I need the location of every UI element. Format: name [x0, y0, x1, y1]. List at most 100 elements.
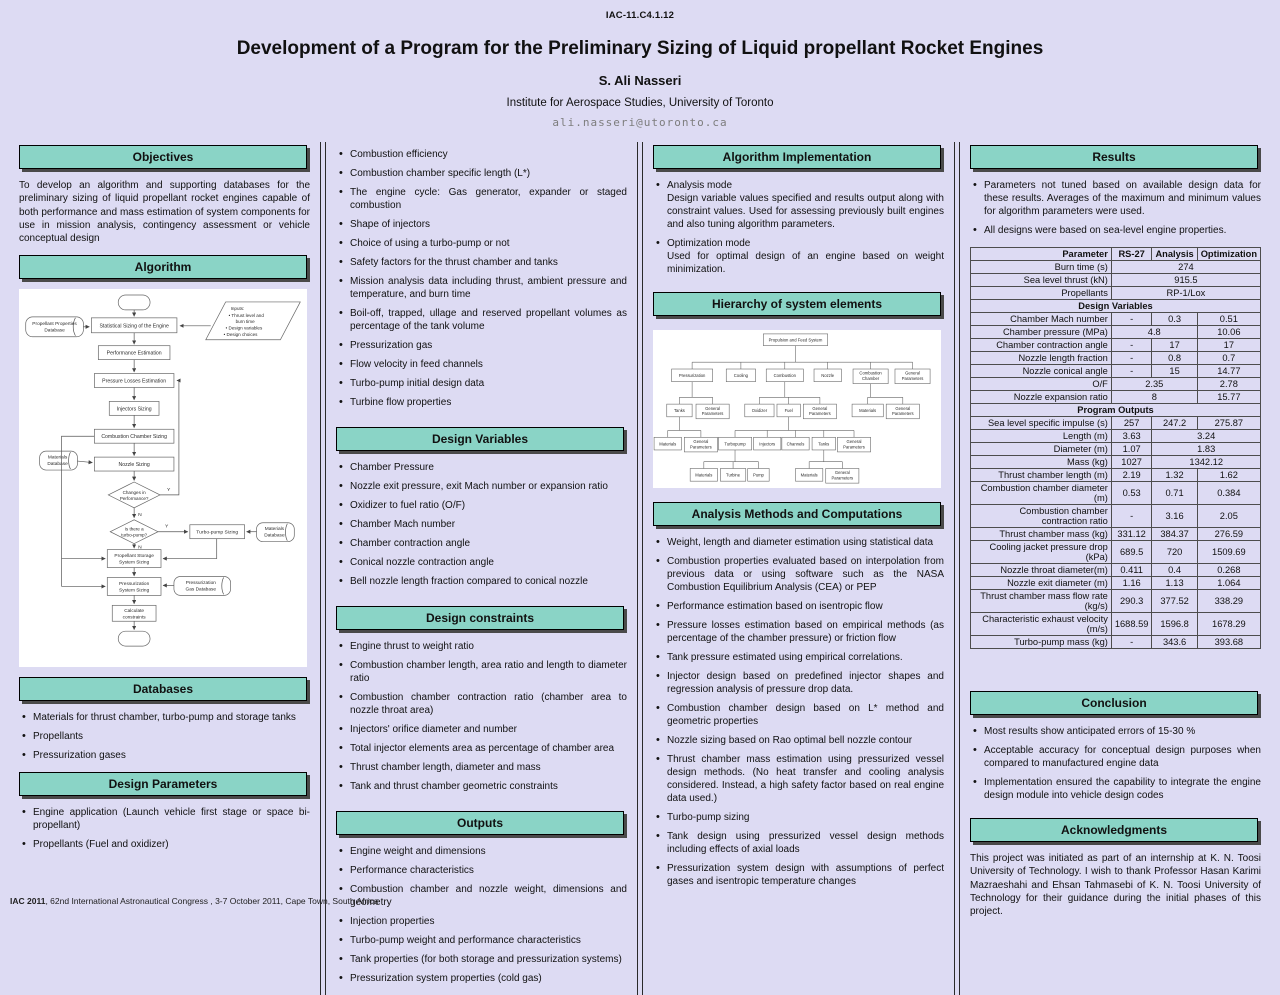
value-cell: -	[1110, 312, 1153, 326]
value-cell: 2.19	[1110, 468, 1153, 482]
value-cell: 276.59	[1196, 527, 1262, 541]
bullet-item: The engine cycle: Gas generator, expande…	[338, 185, 627, 212]
value-cell: 2.35	[1110, 377, 1198, 391]
svg-text:Tanks: Tanks	[674, 408, 685, 413]
bullet-item: Conical nozzle contraction angle	[338, 555, 627, 569]
tree-node: Nozzle	[813, 368, 842, 382]
analysis-methods-list: Weight, length and diameter estimation u…	[653, 535, 944, 888]
footer-conference: IAC 2011	[10, 896, 46, 906]
flowchart-node-turbopump-sizing: Turbo-pump Sizing	[189, 524, 245, 540]
value-cell: 1.83	[1151, 442, 1261, 456]
value-cell: 17	[1196, 338, 1262, 352]
parameter-cell: Propellants	[970, 286, 1112, 300]
bullet-item: Combustion efficiency	[338, 147, 627, 161]
bullet-item: Safety factors for the thrust chamber an…	[338, 255, 627, 269]
email-link[interactable]: ali.nasseri@utoronto.ca	[552, 116, 728, 129]
tree-node: Fuel	[776, 403, 801, 418]
bullet-item: Nozzle exit pressure, exit Mach number o…	[338, 479, 627, 493]
svg-text:Materials: Materials	[695, 472, 712, 477]
value-cell: 0.8	[1151, 351, 1198, 365]
value-cell: 0.51	[1196, 312, 1262, 326]
column-1: Objectives To develop an algorithm and s…	[9, 142, 321, 995]
bullet-item: Propellants (Fuel and oxidizer)	[21, 837, 310, 851]
svg-text:Parameters: Parameters	[809, 411, 831, 416]
svg-text:Pressurization: Pressurization	[186, 580, 217, 586]
flowchart-node-materials-db-left: Materials Database	[39, 451, 78, 471]
flowchart-node-propellant-db: Propellant Properties Database	[25, 316, 84, 338]
flowchart-decision-changes: Changes in Performance?	[107, 482, 161, 509]
value-cell: -	[1110, 351, 1153, 365]
svg-text:System Sizing: System Sizing	[119, 560, 150, 566]
tree-node: Pressurization	[671, 368, 713, 382]
bullet-item: Thrust chamber length, diameter and mass	[338, 760, 627, 774]
parameter-cell: Sea level specific impulse (s)	[970, 416, 1112, 430]
bullet-item: Pressure losses estimation based on empi…	[655, 618, 944, 645]
table-row: Burn time (s)274	[970, 260, 1262, 274]
flowchart-end-terminator	[117, 631, 151, 647]
bullet-item: Injectors' orifice diameter and number	[338, 722, 627, 736]
parameter-cell: Nozzle conical angle	[970, 364, 1112, 378]
svg-text:Pump: Pump	[753, 472, 765, 477]
algorithm-implementation-header: Algorithm Implementation	[653, 145, 941, 169]
affiliation: Institute for Aerospace Studies, Univers…	[506, 97, 774, 109]
value-cell: 689.5	[1110, 540, 1153, 564]
tree-node: Materials	[689, 468, 718, 482]
svg-text:Combustion Chamber Sizing: Combustion Chamber Sizing	[101, 435, 167, 441]
flowchart-node-inputs: Inputs: • Thrust level and burn time • D…	[205, 302, 301, 341]
parameter-cell: Chamber contraction angle	[970, 338, 1112, 352]
parameter-cell: Nozzle length fraction	[970, 351, 1112, 365]
value-cell: 393.68	[1196, 635, 1262, 649]
svg-text:Parameters: Parameters	[831, 476, 853, 481]
bullet-item: Turbo-pump sizing	[655, 810, 944, 824]
svg-text:Is there a: Is there a	[125, 527, 144, 532]
bullet-item: Engine application (Launch vehicle first…	[21, 805, 310, 832]
bullet-item: Performance estimation based on isentrop…	[655, 599, 944, 613]
parameter-cell: Thrust chamber mass flow rate (kg/s)	[970, 589, 1112, 613]
svg-text:turbo-pump?: turbo-pump?	[121, 533, 147, 538]
svg-text:Chamber: Chamber	[862, 376, 880, 381]
bullet-item: Chamber Pressure	[338, 460, 627, 474]
table-row: Design Variables	[970, 299, 1261, 313]
value-cell: 338.29	[1196, 589, 1262, 613]
design-parameters-list: Engine application (Launch vehicle first…	[19, 805, 310, 851]
value-cell: 1.62	[1196, 468, 1262, 482]
value-cell: 247.2	[1151, 416, 1198, 430]
label-yes: Y	[167, 487, 171, 493]
outputs-header: Outputs	[336, 811, 624, 835]
svg-text:Oxidizer: Oxidizer	[752, 408, 768, 413]
value-cell: 915.5	[1110, 273, 1262, 287]
bullet-item: Weight, length and diameter estimation u…	[655, 535, 944, 549]
svg-text:Statistical Sizing of the Engi: Statistical Sizing of the Engine	[99, 324, 168, 330]
svg-text:Materials: Materials	[859, 408, 876, 413]
svg-text:Propulsion and Feed System: Propulsion and Feed System	[769, 337, 823, 342]
value-cell: 290.3	[1110, 589, 1153, 613]
value-cell: 1.064	[1196, 576, 1262, 590]
flowchart-node-calculate-constraints: Calculate constraints	[111, 605, 157, 623]
tree-node: Turbine	[720, 468, 747, 482]
value-cell: 1027	[1110, 455, 1153, 469]
results-header: Results	[970, 145, 1258, 169]
tree-node: Materials	[851, 403, 884, 418]
bullet-item: Parameters not tuned based on available …	[972, 178, 1261, 218]
parameter-cell: Thrust chamber length (m)	[970, 468, 1112, 482]
value-cell: 3.63	[1110, 429, 1153, 443]
value-cell: 1596.8	[1151, 612, 1198, 636]
value-cell: 2.05	[1196, 504, 1262, 528]
svg-text:Turbo-pump Sizing: Turbo-pump Sizing	[196, 530, 238, 536]
value-cell: 17	[1151, 338, 1198, 352]
flowchart-node-pressure-losses: Pressure Losses Estimation	[94, 373, 175, 389]
value-cell: 0.71	[1151, 481, 1198, 505]
svg-text:Channels: Channels	[787, 441, 805, 446]
svg-text:Nozzle: Nozzle	[821, 373, 834, 378]
svg-text:constraints: constraints	[123, 615, 147, 621]
svg-text:Pressurization: Pressurization	[679, 373, 706, 378]
